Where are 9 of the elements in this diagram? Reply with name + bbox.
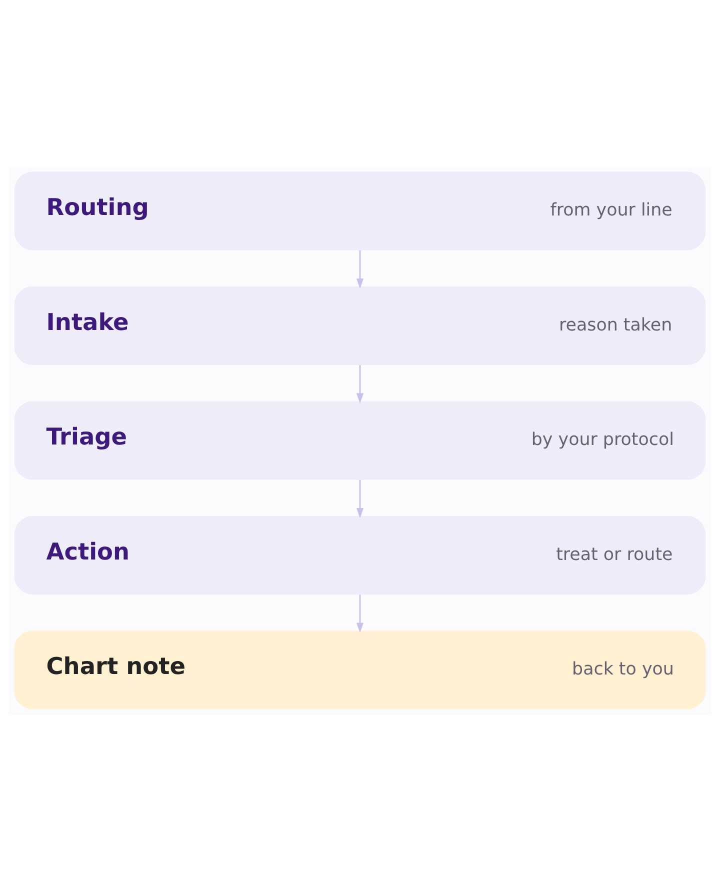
node-box: Triage by your protocol [14,400,706,480]
node-box: Routing from your line [14,171,706,250]
arrow [356,594,364,632]
node-box: Intake reason taken [14,286,706,364]
arrow [356,479,364,518]
arrow [356,250,364,288]
arrow [356,364,364,403]
node-box: Chart note back to you [14,630,706,709]
node-box: Action treat or route [14,516,706,594]
